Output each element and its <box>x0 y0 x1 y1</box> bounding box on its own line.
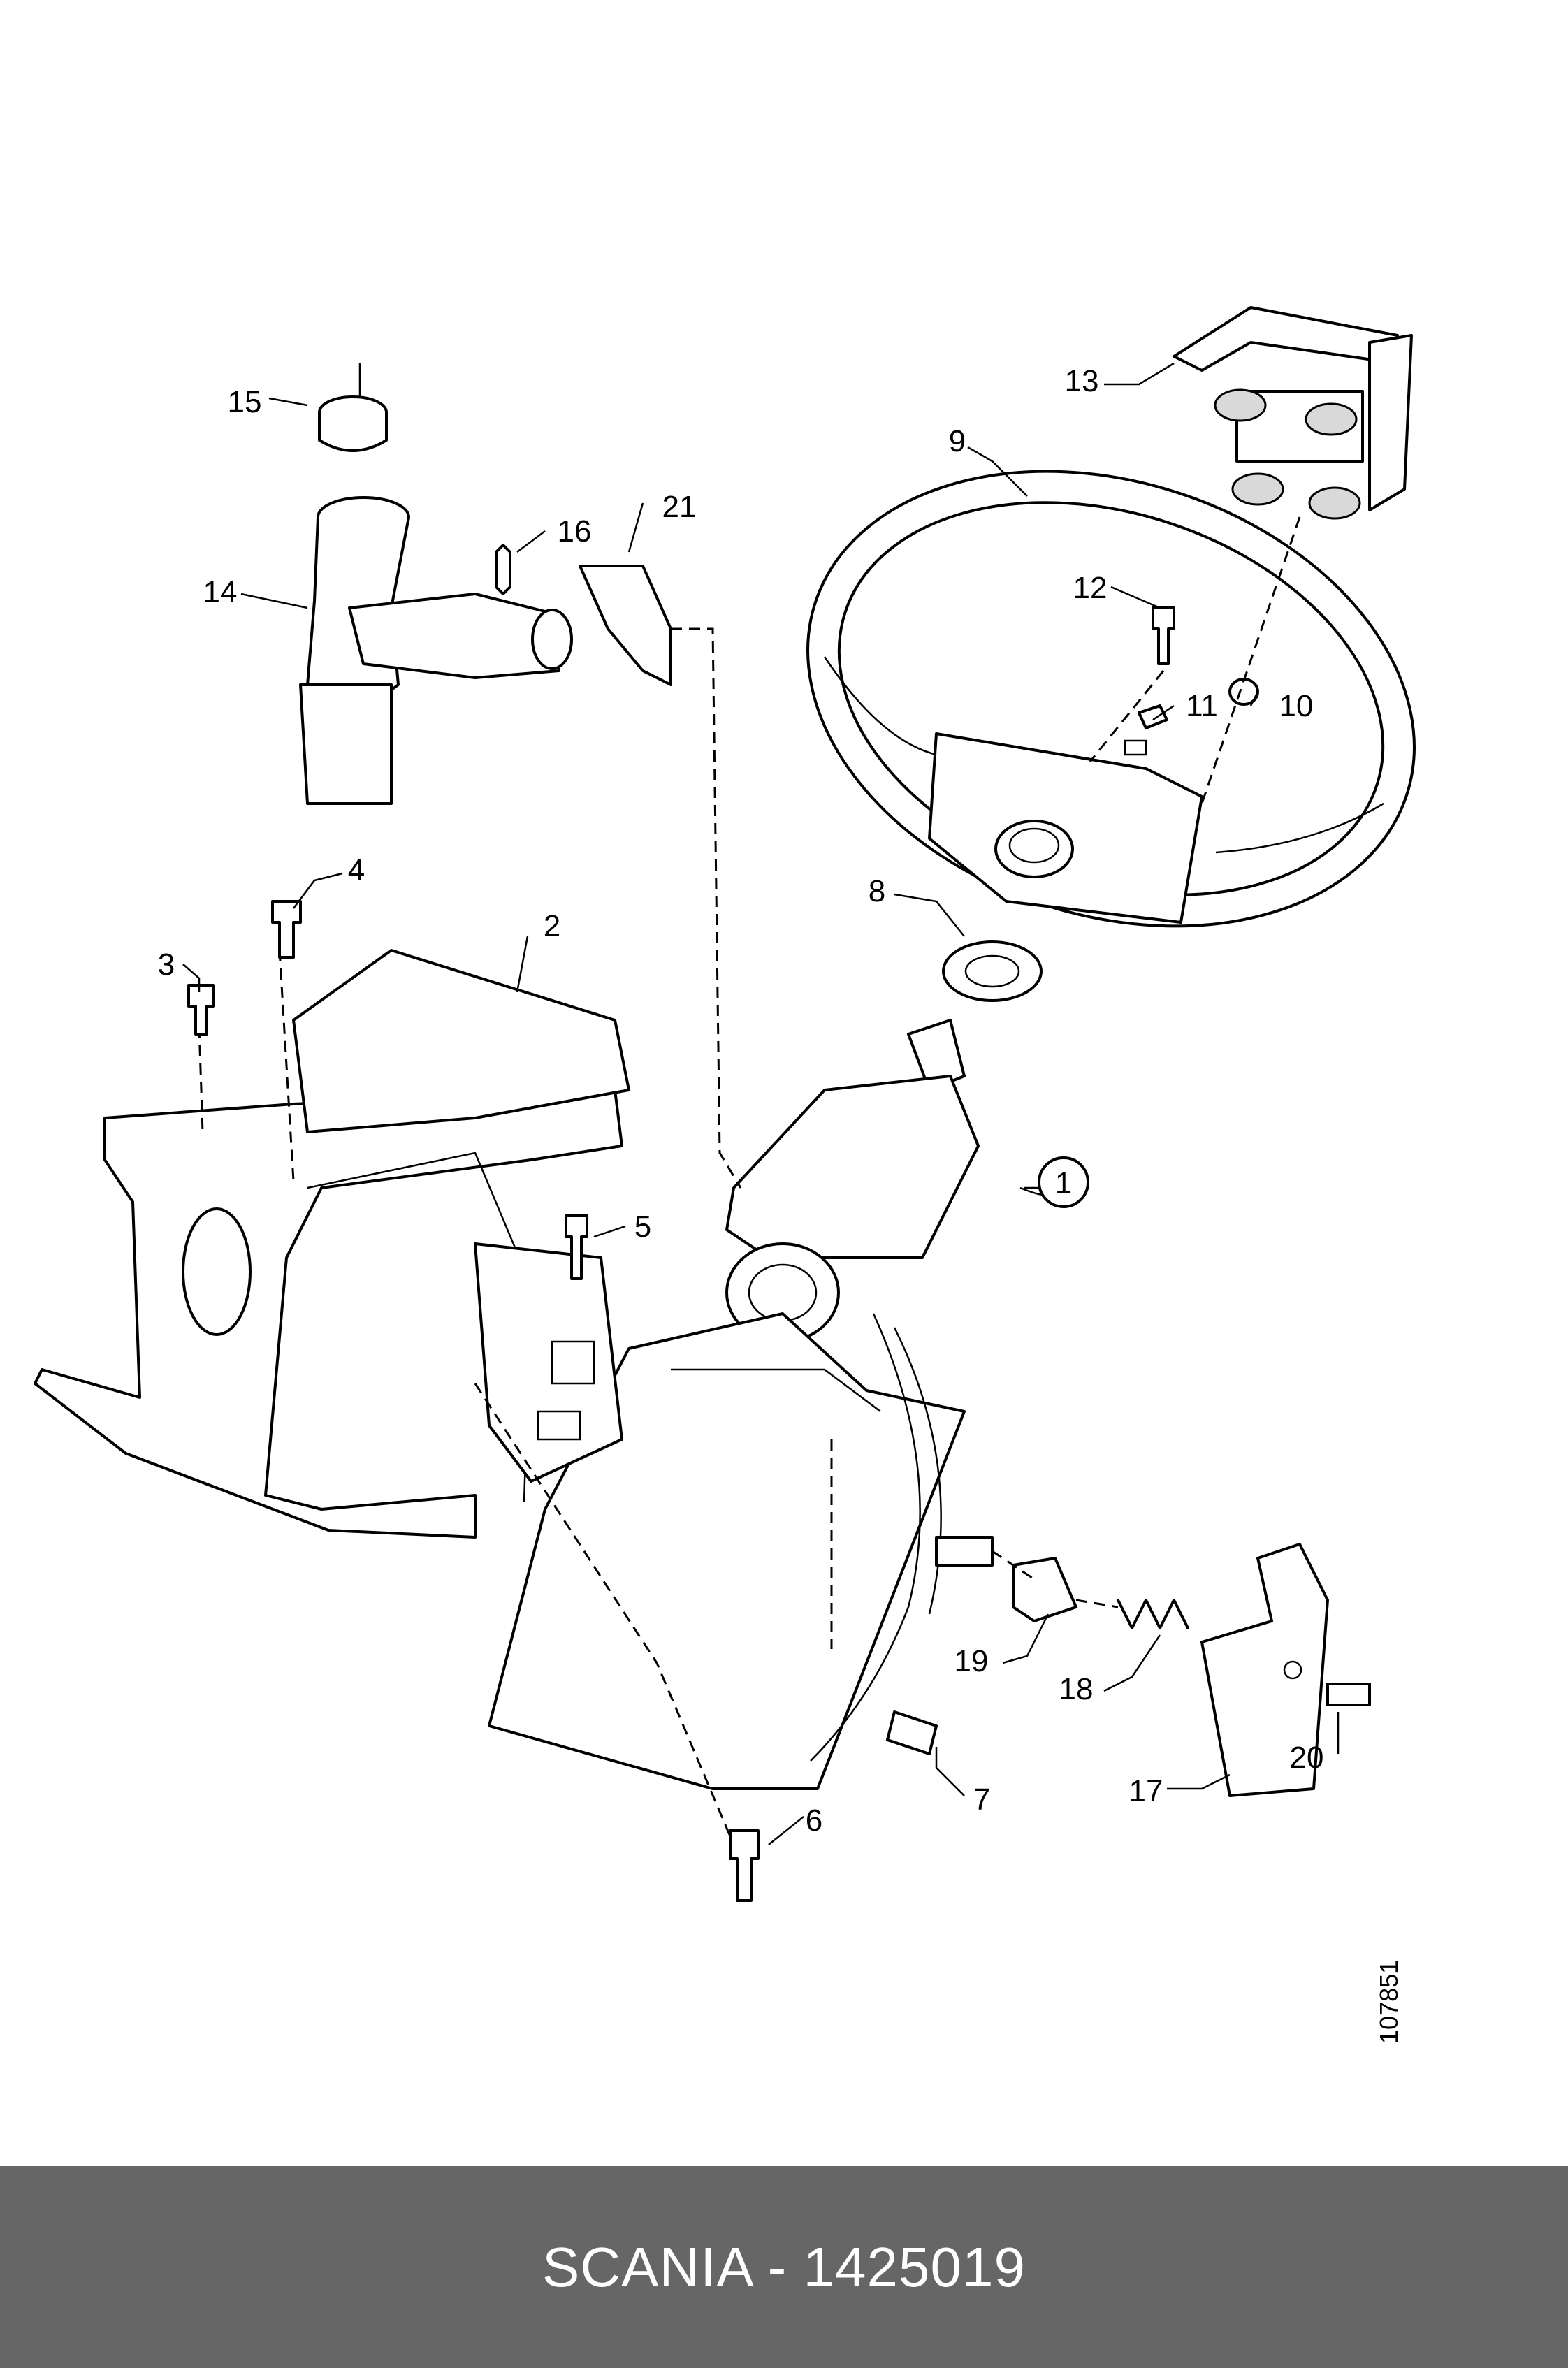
callout-1: 1 <box>1038 1156 1089 1208</box>
mounting-bracket <box>34 949 735 1845</box>
part-caption: SCANIA - 1425019 <box>542 2235 1026 2298</box>
callout-4: 4 <box>348 853 365 887</box>
callout-11: 11 <box>1186 689 1218 723</box>
callout-20: 20 <box>1290 1741 1324 1775</box>
bolts <box>187 900 760 1902</box>
contact-ring <box>942 940 1043 1002</box>
callout-13: 13 <box>1065 364 1099 398</box>
callout-8: 8 <box>869 874 885 908</box>
callout-3: 3 <box>158 947 175 982</box>
callout-21: 21 <box>662 490 697 524</box>
exploded-parts-diagram: 1 2 3 4 5 6 7 8 9 10 11 12 13 14 15 16 1… <box>34 306 1416 2044</box>
tilt-adjust-parts <box>886 1536 1371 1797</box>
caption-bar: SCANIA - 1425019 <box>0 2166 1568 2368</box>
callout-10: 10 <box>1279 689 1314 723</box>
small-hardware <box>1089 516 1301 804</box>
callout-9: 9 <box>949 424 966 458</box>
callout-15: 15 <box>228 385 262 419</box>
callout-18: 18 <box>1059 1672 1094 1706</box>
callout-7: 7 <box>973 1782 990 1817</box>
callout-6: 6 <box>806 1803 822 1838</box>
callout-12: 12 <box>1073 571 1108 605</box>
leader-lines <box>182 362 1340 1845</box>
callout-5: 5 <box>634 1210 651 1244</box>
steering-wheel <box>806 470 1416 928</box>
svg-text:1: 1 <box>1055 1166 1072 1200</box>
callout-16: 16 <box>558 514 592 549</box>
callout-14: 14 <box>203 575 238 609</box>
drawing-number: 107851 <box>1374 1960 1403 2044</box>
ignition-lock-assembly <box>299 363 742 1189</box>
callout-19: 19 <box>954 1644 989 1678</box>
callout-17: 17 <box>1129 1774 1163 1808</box>
horn-button-assembly <box>1173 306 1413 520</box>
callout-2: 2 <box>544 909 560 943</box>
